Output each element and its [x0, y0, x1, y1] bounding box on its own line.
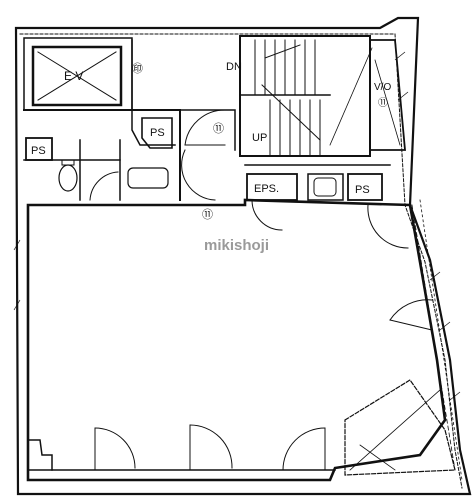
ps-right-label: PS	[355, 184, 370, 196]
ps-left-label: PS	[31, 145, 46, 157]
door-swings	[89, 109, 433, 471]
outer-wall	[14, 16, 472, 496]
inner-boundary	[19, 33, 463, 489]
ps-top-label: PS	[150, 127, 165, 139]
fire-mark-void: ⑪	[378, 97, 388, 109]
void-label: V/O	[374, 82, 391, 93]
stair-treads	[239, 39, 331, 156]
elevator-shaft	[31, 45, 123, 107]
fire-mark-hall: ⑪	[202, 208, 213, 221]
ps-left-closet	[25, 137, 53, 161]
ps-top-closet	[141, 117, 173, 149]
elevator-mark: ㊞	[132, 62, 143, 75]
ps-right-closet	[347, 173, 383, 201]
eps-label: EPS.	[254, 183, 279, 195]
stair-down-label: DN	[226, 61, 242, 73]
core-wall	[23, 109, 181, 201]
elevator-label: E V	[64, 69, 83, 83]
basin-icon	[127, 167, 169, 189]
main-room-wall	[26, 198, 447, 482]
toilet-icon	[58, 164, 78, 192]
stair-up-label: UP	[252, 132, 267, 144]
fire-mark-stair: ⑪	[213, 122, 224, 135]
entrance-area	[344, 379, 456, 476]
void-shaft	[369, 39, 406, 151]
sink-box	[307, 173, 344, 201]
watermark: mikishoji	[204, 237, 269, 254]
wall-hatching	[13, 51, 461, 401]
eps-closet	[246, 173, 298, 201]
